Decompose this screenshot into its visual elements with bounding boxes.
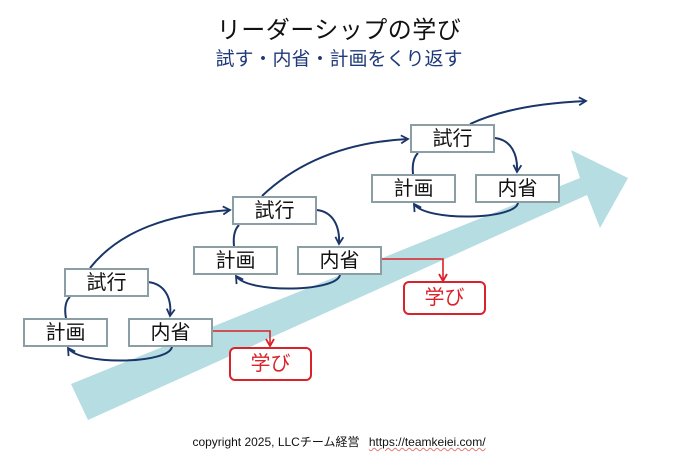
box-try-2: 試行 — [232, 196, 317, 225]
box-plan-2: 計画 — [193, 246, 278, 275]
arrow-try-to-reflect-2 — [316, 209, 345, 246]
page-title: リーダーシップの学び — [216, 16, 462, 44]
arrow-reflect-to-learn-2 — [382, 258, 448, 283]
arrow-plan-to-try-1 — [64, 296, 71, 319]
box-try-1: 試行 — [64, 268, 149, 297]
arrow-reflect-to-learn-1 — [213, 330, 275, 348]
arrow-reflect-to-plan-1 — [66, 345, 173, 362]
arrow-plan-to-try-3 — [411, 152, 419, 175]
learn-box-1: 学び — [229, 347, 312, 381]
page-subtitle: 試す・内省・計画をくり返す — [215, 48, 463, 70]
box-plan-1: 計画 — [23, 318, 108, 347]
arrow-try-to-reflect-1 — [147, 281, 176, 318]
footer: copyright 2025, LLCチーム経営 https://teamkei… — [0, 433, 678, 450]
copyright-text: copyright 2025, LLCチーム経営 — [192, 435, 360, 449]
box-try-3: 試行 — [410, 124, 495, 153]
box-plan-3: 計画 — [371, 174, 456, 203]
arrow-reflect-to-plan-2 — [234, 273, 341, 290]
box-reflect-3: 内省 — [475, 174, 560, 203]
arrow-try-to-reflect-3 — [494, 137, 523, 174]
box-reflect-2: 内省 — [297, 246, 382, 275]
arrow-to-next-cycle-2 — [261, 134, 410, 197]
arrow-reflect-to-plan-3 — [412, 201, 519, 218]
learn-box-2: 学び — [403, 281, 486, 315]
arrow-to-future — [469, 96, 588, 125]
arrow-to-next-cycle-1 — [89, 205, 232, 269]
box-reflect-1: 内省 — [128, 318, 213, 347]
footer-url-link[interactable]: https://teamkeiei.com/ — [368, 435, 486, 449]
growth-arrow — [71, 150, 628, 420]
arrow-plan-to-try-2 — [232, 224, 240, 247]
